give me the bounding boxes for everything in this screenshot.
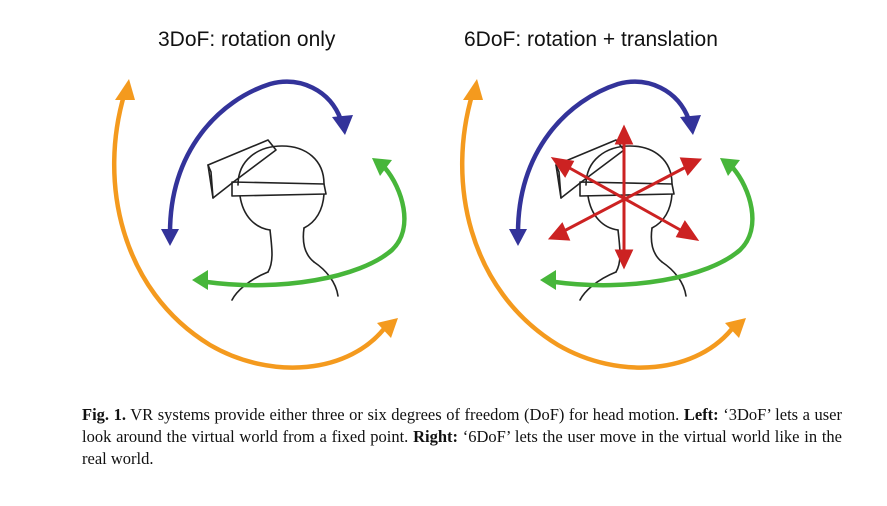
caption-left-label: Left: — [683, 405, 719, 424]
dof-illustration — [112, 79, 755, 370]
translation-arrows — [547, 124, 703, 270]
roll-arrowhead-top-end-right — [720, 158, 740, 176]
pitch-arrow-left — [167, 79, 344, 234]
yaw-arrowhead-bottom-right — [725, 318, 746, 338]
caption-fig-label: Fig. 1. — [82, 405, 126, 424]
vr-user-head-left — [207, 139, 339, 301]
caption-text-1: VR systems provide either three or six d… — [125, 405, 684, 424]
pitch-arrowhead-top-right — [680, 115, 701, 135]
pitch-arrowhead-top-left — [332, 115, 353, 135]
roll-arrowhead-left-end — [192, 270, 208, 290]
left-panel — [112, 79, 407, 370]
yaw-arrowhead-top-right — [463, 79, 483, 100]
yaw-arrow-right — [460, 91, 737, 370]
pitch-arrowhead-bottom-right — [509, 229, 527, 246]
roll-arrow-right — [554, 166, 755, 288]
yaw-arrow-left — [112, 91, 389, 370]
caption-text-2: ‘3DoF’ lets a user look around the virtu… — [82, 405, 842, 446]
right-panel — [460, 79, 755, 370]
roll-arrowhead-left-end-right — [540, 270, 556, 290]
figure-caption: Fig. 1. VR systems provide either three … — [82, 404, 842, 470]
roll-arrow-left — [206, 166, 407, 288]
caption-right-label: Right: — [413, 427, 458, 446]
caption-text-3: ‘6DoF’ lets the user move in the virtual… — [82, 427, 842, 468]
pitch-arrow-right — [515, 79, 692, 234]
vr-user-head-right — [555, 139, 687, 301]
left-panel-title: 3DoF: rotation only — [158, 28, 336, 51]
pitch-arrowhead-bottom-left — [161, 229, 179, 246]
yaw-arrowhead-bottom-left — [377, 318, 398, 338]
roll-arrowhead-top-end — [372, 158, 392, 176]
right-panel-title: 6DoF: rotation + translation — [464, 28, 718, 51]
yaw-arrowhead-top-left — [115, 79, 135, 100]
